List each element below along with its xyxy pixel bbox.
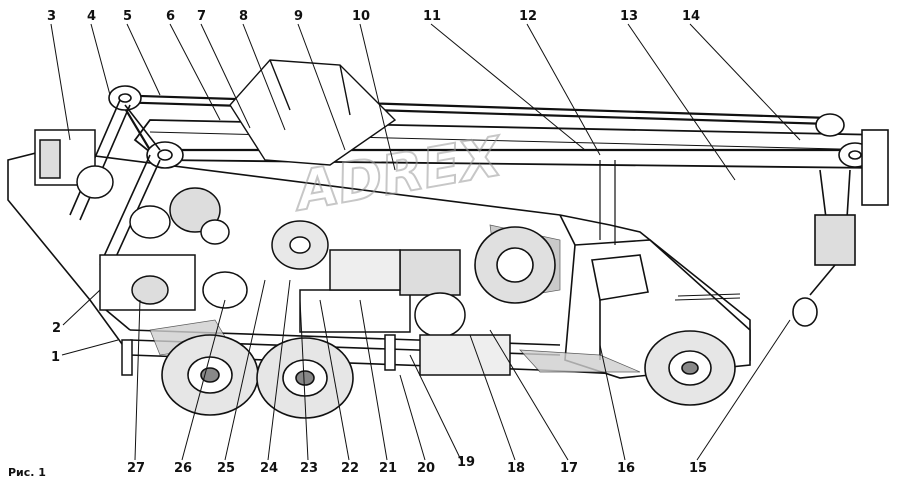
callout-25: 25 [217, 461, 235, 476]
callout-15: 15 [689, 461, 707, 476]
callout-9: 9 [294, 9, 303, 24]
callout-23: 23 [300, 461, 318, 476]
callout-10: 10 [352, 9, 370, 24]
wheels [161, 226, 736, 419]
callout-26: 26 [174, 461, 192, 476]
figure-caption: Рис. 1 [8, 466, 46, 479]
callout-16: 16 [617, 461, 635, 476]
callout-labels: 3 4 5 6 7 8 9 10 11 12 13 14 2 1 27 26 2… [47, 9, 707, 476]
callout-12: 12 [519, 9, 537, 24]
callout-5: 5 [123, 9, 132, 24]
callout-4: 4 [87, 9, 96, 24]
cab-window [591, 254, 649, 301]
callout-20: 20 [417, 461, 435, 476]
callout-22: 22 [341, 461, 359, 476]
engine-block [299, 249, 511, 376]
callout-2: 2 [52, 321, 61, 336]
callout-8: 8 [239, 9, 248, 24]
callout-18: 18 [507, 461, 525, 476]
callout-21: 21 [379, 461, 397, 476]
callout-13: 13 [620, 9, 638, 24]
callout-6: 6 [166, 9, 175, 24]
turntable-gearbox [99, 220, 329, 311]
operator-cabin [229, 59, 397, 166]
callout-17: 17 [560, 461, 578, 476]
callout-3: 3 [47, 9, 56, 24]
callout-11: 11 [423, 9, 441, 24]
callout-1: 1 [51, 350, 60, 365]
winch-assembly [34, 129, 230, 245]
leader-lines [50, 23, 801, 461]
callout-14: 14 [682, 9, 700, 24]
callout-19: 19 [457, 455, 475, 470]
callout-24: 24 [260, 461, 278, 476]
outriggers [121, 334, 396, 376]
hook-block [792, 129, 889, 327]
a-frame [69, 99, 161, 271]
callout-7: 7 [197, 9, 206, 24]
cab-grille [674, 293, 741, 301]
callout-27: 27 [127, 461, 145, 476]
hook [792, 297, 818, 327]
